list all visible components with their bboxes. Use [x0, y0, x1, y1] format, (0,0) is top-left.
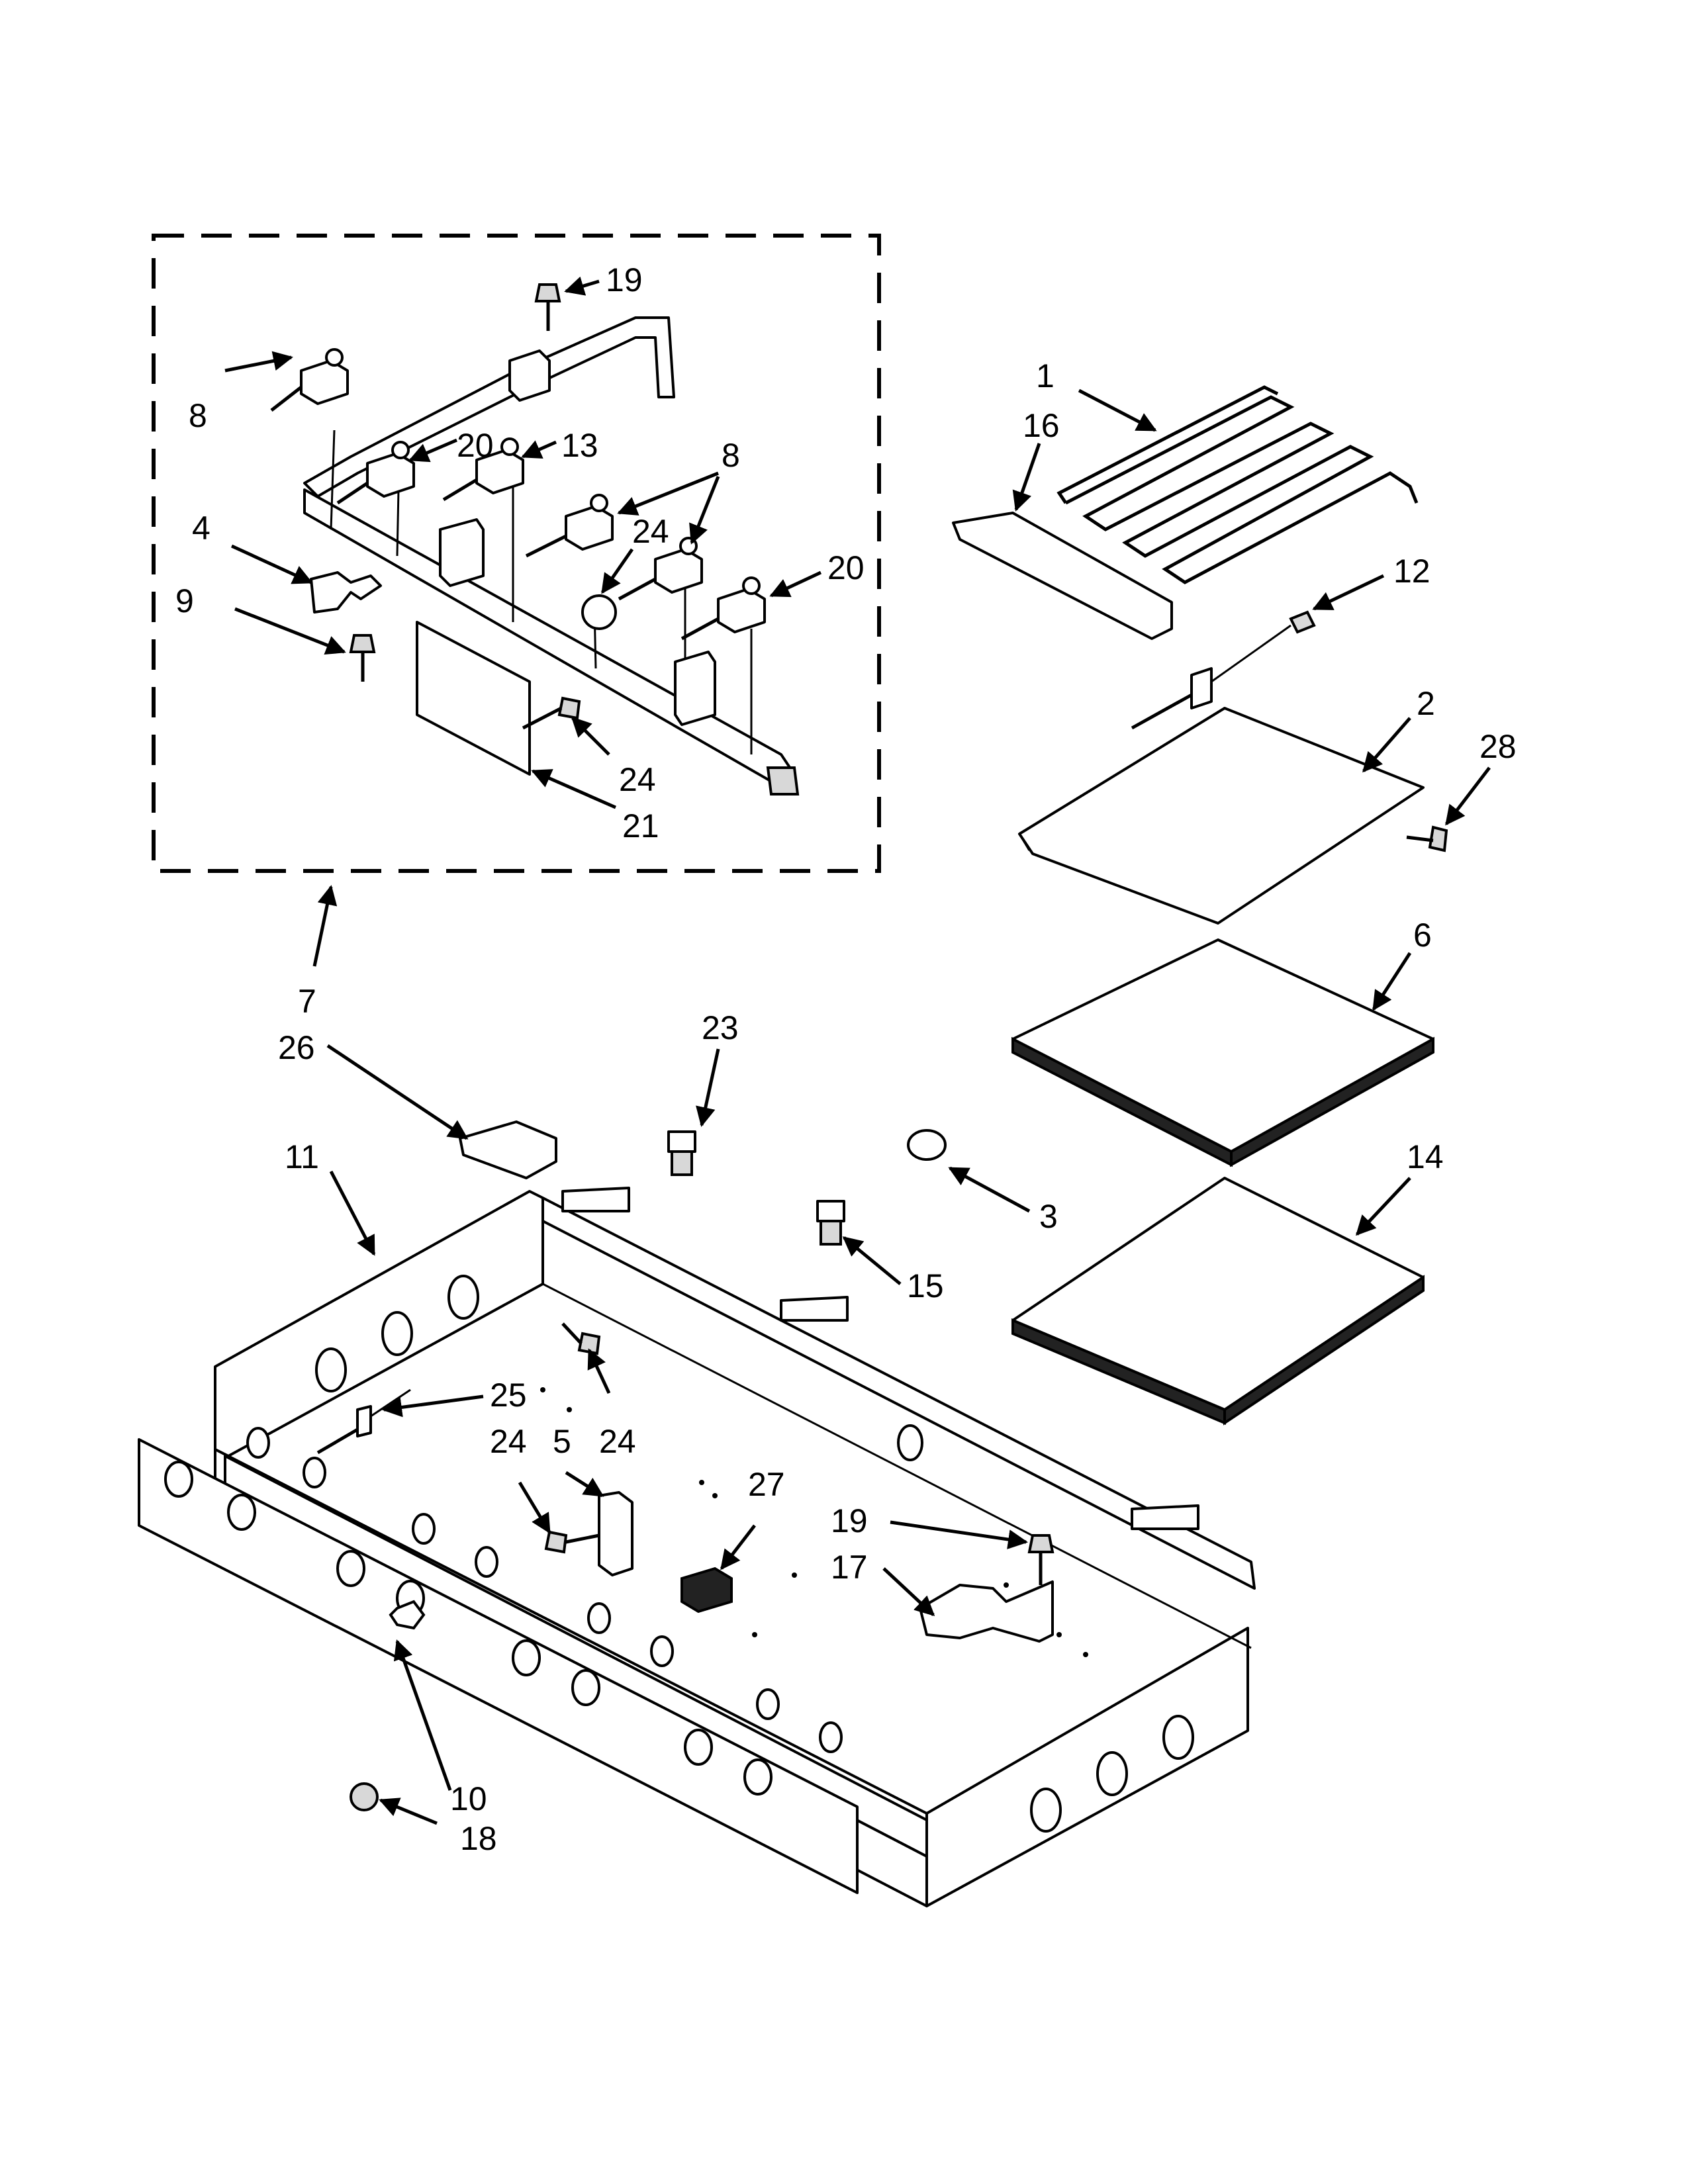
callout-16: 15 — [907, 1267, 944, 1304]
callout-24-left: 24 — [490, 1423, 527, 1460]
callout-22: 23 — [702, 1009, 739, 1046]
callout-20-right: 20 — [827, 549, 865, 586]
callout-7: 7 — [298, 983, 316, 1020]
bracket-5 — [598, 1491, 633, 1576]
nut-3 — [907, 1129, 947, 1161]
callout-25: 25 — [490, 1377, 527, 1414]
fitting-22 — [667, 1130, 696, 1176]
screw-28 — [1406, 825, 1448, 852]
griddle-pan-2 — [1018, 707, 1425, 925]
callout-10: 9 — [175, 582, 194, 619]
bracket-18 — [919, 1580, 1054, 1643]
callout-2: 2 — [1417, 685, 1435, 722]
screw-24-mid — [561, 1322, 601, 1355]
callout-11: 10 — [450, 1780, 487, 1817]
screw-24-low — [544, 1530, 600, 1554]
knob-9 — [350, 1782, 379, 1811]
callout-14: 13 — [561, 427, 598, 464]
callout-19-low: 19 — [831, 1502, 868, 1539]
fitting-16 — [816, 1200, 845, 1246]
switch-27 — [680, 1567, 733, 1614]
gas-valve-4 — [525, 494, 614, 558]
gasket-23 — [581, 594, 617, 630]
callout-1: 1 — [1036, 357, 1055, 394]
leader-lines — [224, 276, 1491, 1825]
callout-15: 14 — [1407, 1138, 1444, 1175]
drip-tray-17 — [952, 512, 1173, 640]
screw-19-top — [534, 283, 561, 331]
part-4-clip — [310, 571, 382, 614]
callout-21: 21 — [622, 807, 659, 844]
heating-element-1 — [1056, 385, 1419, 584]
gas-valve-right — [680, 576, 766, 641]
callout-17: 16 — [1023, 407, 1060, 444]
callout-24-top: 24 — [619, 761, 656, 798]
callout-3: 3 — [1039, 1198, 1058, 1235]
screw-24-top — [522, 696, 581, 730]
griddle-plate-15 — [1011, 1177, 1425, 1426]
callout-27: 27 — [748, 1466, 785, 1503]
callout-9: 18 — [460, 1820, 497, 1857]
callout-19-top: 19 — [606, 261, 643, 298]
callout-24-right: 24 — [599, 1423, 636, 1460]
cover-plate-21 — [416, 621, 531, 776]
gas-manifold — [303, 316, 800, 796]
gas-valve-2 — [336, 441, 415, 505]
gas-valve-3 — [442, 437, 524, 502]
gas-valve-left — [270, 348, 349, 412]
screw-10 — [349, 634, 376, 682]
callout-5: 5 — [553, 1423, 571, 1460]
screw-19-low — [1027, 1534, 1055, 1585]
manifold-bracket-right — [674, 651, 716, 726]
griddle-plate-6 — [1011, 938, 1434, 1167]
callout-4: 4 — [192, 510, 211, 547]
manifold-bracket-top — [508, 349, 551, 402]
callout-labels: 19 8 20 13 8 4 24 20 9 24 21 7 1 16 12 2… — [175, 261, 1517, 1857]
manifold-bracket-mid — [439, 518, 485, 587]
callout-20-top: 20 — [457, 427, 494, 464]
callout-6: 6 — [1413, 917, 1432, 954]
valve-assembly-group-box — [152, 234, 881, 873]
callout-13: 12 — [1393, 553, 1430, 590]
callout-12: 11 — [285, 1138, 319, 1175]
callout-8-left: 8 — [189, 397, 207, 434]
probe-13 — [1131, 610, 1316, 730]
callout-8-right: 8 — [722, 437, 740, 474]
bracket-26 — [459, 1120, 557, 1179]
callout-26: 26 — [278, 1029, 315, 1066]
callout-28: 28 — [1479, 728, 1517, 765]
callout-23: 24 — [632, 513, 669, 550]
probe-25 — [316, 1388, 411, 1455]
callout-18: 17 — [831, 1549, 868, 1586]
front-panel-11 — [138, 1438, 859, 1894]
